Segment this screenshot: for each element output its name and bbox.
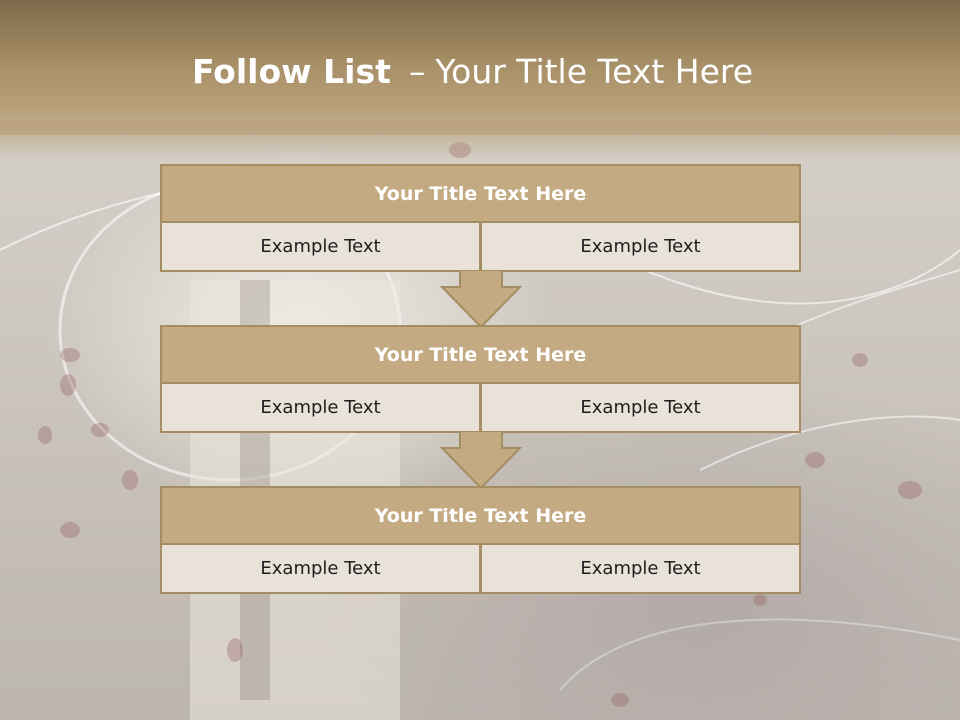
- slide-title: Follow List–Your Title Text Here: [0, 52, 945, 91]
- title-band: [0, 0, 960, 135]
- title-rest: Your Title Text Here: [435, 52, 754, 91]
- title-band-fade: [0, 120, 960, 160]
- block-right-cell: Example Text: [480, 221, 801, 272]
- down-arrow-icon: [439, 270, 523, 329]
- list-block-1: Your Title Text Here Example Text Exampl…: [160, 164, 801, 272]
- block-right-cell: Example Text: [480, 543, 801, 594]
- block-title: Your Title Text Here: [160, 164, 801, 223]
- title-bold: Follow List: [191, 52, 391, 91]
- block-title: Your Title Text Here: [160, 325, 801, 384]
- list-block-2: Your Title Text Here Example Text Exampl…: [160, 325, 801, 433]
- block-left-cell: Example Text: [160, 221, 481, 272]
- block-right-cell: Example Text: [480, 382, 801, 433]
- block-left-cell: Example Text: [160, 382, 481, 433]
- block-left-cell: Example Text: [160, 543, 481, 594]
- list-block-3: Your Title Text Here Example Text Exampl…: [160, 486, 801, 594]
- down-arrow-icon: [439, 431, 523, 490]
- block-title: Your Title Text Here: [160, 486, 801, 545]
- title-separator: –: [408, 52, 426, 91]
